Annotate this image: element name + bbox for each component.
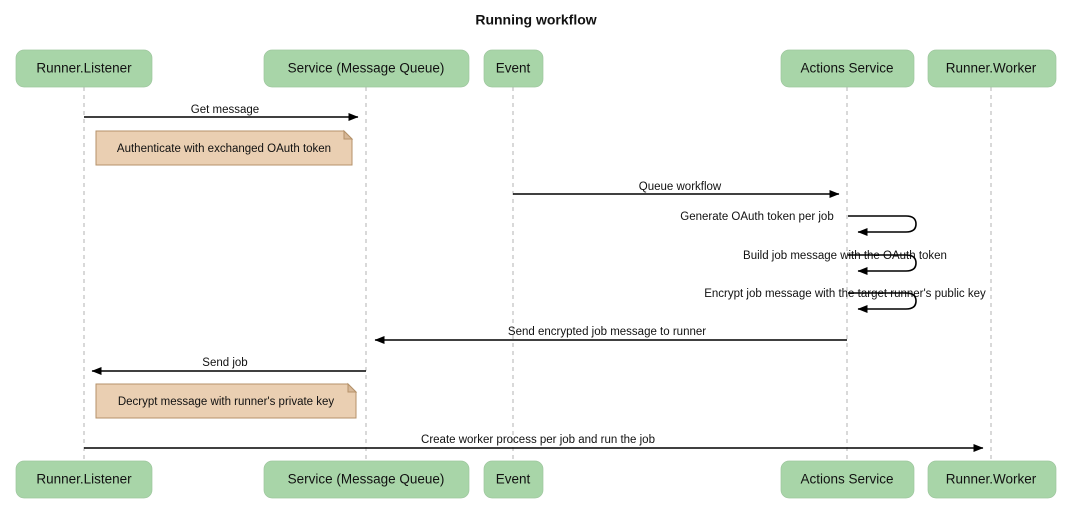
- message-create-worker-process: Create worker process per job and run th…: [84, 434, 984, 452]
- actor-actions-service-bottom[interactable]: Actions Service: [780, 460, 915, 499]
- message-arrow-generate-oauth-token: [848, 215, 917, 236]
- message-arrow-build-job-message: [848, 254, 917, 275]
- message-encrypt-job-message: Encrypt job message with the target runn…: [704, 288, 986, 313]
- actor-event-bottom[interactable]: Event: [483, 460, 544, 499]
- message-send-encrypted-job: Send encrypted job message to runner: [374, 326, 847, 344]
- actor-label-actions-service-bottom: Actions Service: [800, 472, 893, 487]
- actor-label-runner-worker-bottom: Runner.Worker: [946, 472, 1037, 487]
- message-label-build-job-message: Build job message with the OAuth token: [743, 250, 947, 262]
- message-generate-oauth-token: Generate OAuth token per job: [680, 211, 917, 236]
- actor-runner-worker-top[interactable]: Runner.Worker: [927, 49, 1057, 88]
- message-label-generate-oauth-token: Generate OAuth token per job: [680, 211, 833, 223]
- message-send-job: Send job: [91, 357, 366, 375]
- lifelines: [83, 87, 992, 461]
- message-label-send-encrypted-job: Send encrypted job message to runner: [508, 326, 706, 338]
- actor-label-runner-listener-top: Runner.Listener: [36, 61, 132, 76]
- actor-runner-worker-bottom[interactable]: Runner.Worker: [927, 460, 1057, 499]
- note-label-authenticate-oauth: Authenticate with exchanged OAuth token: [117, 143, 331, 155]
- diagram-title: Running workflow: [475, 12, 596, 28]
- message-build-job-message: Build job message with the OAuth token: [743, 250, 947, 275]
- actor-runner-listener-top[interactable]: Runner.Listener: [15, 49, 153, 88]
- actors-bottom: Runner.Listener Service (Message Queue) …: [15, 460, 1057, 499]
- note-decrypt-private-key: Decrypt message with runner's private ke…: [95, 382, 358, 419]
- actor-event-top[interactable]: Event: [483, 49, 544, 88]
- message-label-encrypt-job-message: Encrypt job message with the target runn…: [704, 288, 986, 300]
- actor-label-service-mq-bottom: Service (Message Queue): [288, 472, 445, 487]
- actor-label-service-mq-top: Service (Message Queue): [288, 61, 445, 76]
- message-queue-workflow: Queue workflow: [513, 181, 840, 198]
- message-label-send-job: Send job: [202, 357, 247, 369]
- actor-label-runner-listener-bottom: Runner.Listener: [36, 472, 132, 487]
- actor-service-mq-top[interactable]: Service (Message Queue): [263, 49, 470, 88]
- actor-service-mq-bottom[interactable]: Service (Message Queue): [263, 460, 470, 499]
- actors-top: Runner.Listener Service (Message Queue) …: [15, 49, 1057, 88]
- message-label-queue-workflow: Queue workflow: [639, 181, 722, 193]
- message-label-get-message: Get message: [191, 104, 259, 116]
- actor-label-event-bottom: Event: [496, 472, 531, 487]
- message-get-message: Get message: [84, 104, 359, 121]
- actor-label-actions-service-top: Actions Service: [800, 61, 893, 76]
- actor-runner-listener-bottom[interactable]: Runner.Listener: [15, 460, 153, 499]
- note-label-decrypt-private-key: Decrypt message with runner's private ke…: [118, 396, 335, 408]
- note-authenticate-oauth: Authenticate with exchanged OAuth token: [95, 129, 354, 166]
- actor-label-runner-worker-top: Runner.Worker: [946, 61, 1037, 76]
- message-arrow-encrypt-job-message: [848, 292, 917, 313]
- message-label-create-worker-process: Create worker process per job and run th…: [421, 434, 655, 446]
- actor-actions-service-top[interactable]: Actions Service: [780, 49, 915, 88]
- actor-label-event-top: Event: [496, 61, 531, 76]
